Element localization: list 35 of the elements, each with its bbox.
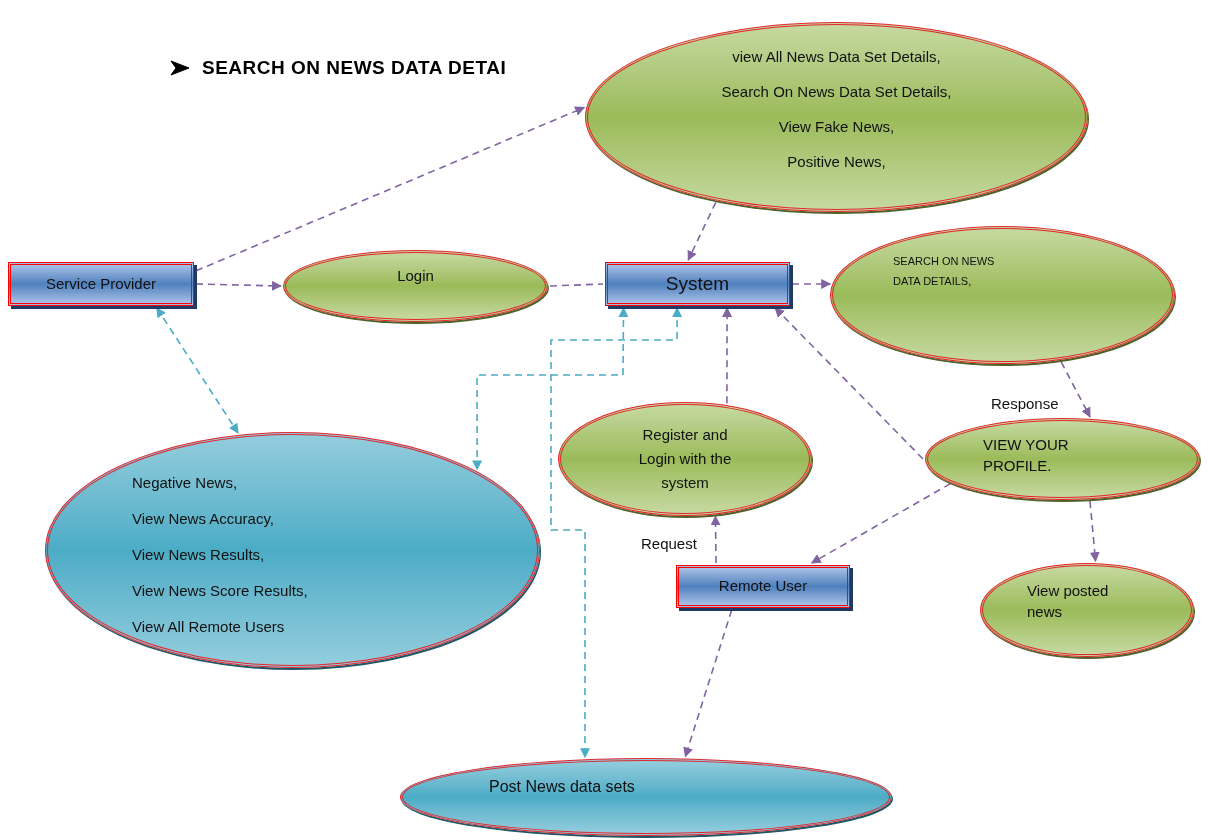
process-box <box>605 262 790 306</box>
node-text: View Fake News, <box>778 117 895 136</box>
dashed-arrow <box>550 307 683 759</box>
dashed-arrow <box>687 201 717 261</box>
node-text: View posted news <box>1027 581 1110 622</box>
node-text: SEARCH ON NEWS DATA DETAILS, <box>893 254 996 289</box>
dashed-arrow <box>195 106 586 272</box>
dashed-arrow <box>195 280 282 291</box>
node-text: VIEW YOUR PROFILE. <box>983 435 1070 476</box>
dashed-arrow <box>722 307 733 404</box>
node-text: Post News data sets <box>489 777 636 797</box>
process-box <box>8 262 194 306</box>
node-text: Login <box>397 266 434 286</box>
node-text: Register and Login with the system <box>637 425 733 493</box>
dashed-arrow <box>710 515 721 564</box>
node-text: Positive News, <box>787 152 886 171</box>
node-text: View All Remote Users <box>132 617 286 637</box>
dashed-arrow <box>683 609 733 758</box>
dashed-arrow <box>774 307 924 460</box>
dashed-arrow <box>472 307 629 471</box>
dashed-arrow <box>791 278 832 289</box>
process-box <box>676 565 850 608</box>
node-text: Negative News, <box>132 473 239 493</box>
node-text: Remote User <box>718 576 808 597</box>
node-text: System <box>665 271 730 296</box>
dashed-arrow <box>1089 500 1100 563</box>
node-text: Service Provider <box>45 273 156 294</box>
diagram-title: SEARCH ON NEWS DATA DETAI <box>202 56 507 80</box>
dashed-arrow <box>156 307 239 434</box>
node-text: View News Score Results, <box>132 581 309 601</box>
node-text: view All News Data Set Details, <box>732 47 941 66</box>
node-text: View News Accuracy, <box>132 509 275 529</box>
dashed-arrow <box>810 482 952 564</box>
node-text: Search On News Data Set Details, <box>721 82 952 101</box>
node-text: View News Results, <box>132 545 266 565</box>
